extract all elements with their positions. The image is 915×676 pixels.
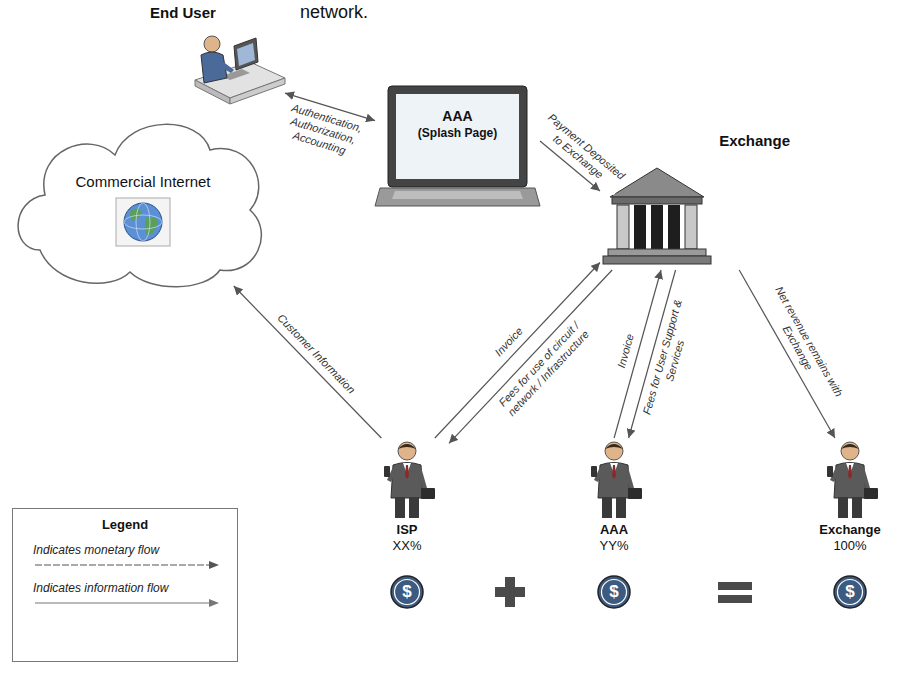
internet-cloud-node: Commercial Internet bbox=[18, 118, 268, 286]
isp-party-node: ISPXX% bbox=[365, 438, 449, 570]
legend-text: Indicates monetary flow bbox=[33, 543, 225, 557]
header-fragment: network. bbox=[300, 2, 368, 24]
edge-label: Fees for use of circuit / network / Infr… bbox=[485, 308, 603, 431]
legend-entry: Indicates monetary flow bbox=[25, 543, 225, 571]
dollar-sign: $ bbox=[402, 582, 411, 602]
share-percent: 100% bbox=[833, 538, 866, 554]
node-title: Exchange bbox=[719, 132, 790, 151]
exchange-bank-node: Exchange bbox=[600, 132, 790, 270]
aaa-person-icon bbox=[591, 442, 642, 518]
exchange-person-icon bbox=[827, 442, 878, 518]
plus-symbol bbox=[495, 577, 525, 607]
node-title: AAA bbox=[442, 108, 472, 126]
edge-label: Net revenue remains with Exchange bbox=[758, 280, 847, 409]
edge-label: Invoice bbox=[491, 324, 527, 361]
information-flow-arrow bbox=[234, 286, 382, 438]
cloud-shape bbox=[18, 124, 261, 286]
legend-title: Legend bbox=[25, 517, 225, 533]
party-name: AAA bbox=[600, 522, 628, 538]
exchange-party-node: Exchange100% bbox=[800, 438, 900, 570]
party-name: Exchange bbox=[819, 522, 880, 538]
share-percent: YY% bbox=[600, 538, 629, 554]
end-user-node: End User bbox=[150, 4, 285, 109]
legend-text: Indicates information flow bbox=[33, 581, 225, 595]
aaa-splash-node: AAA(Splash Page) bbox=[375, 82, 540, 210]
edge-label: Payment Deposited to Exchange bbox=[533, 109, 630, 196]
laptop-icon bbox=[375, 86, 540, 206]
legend-arrow-sample bbox=[33, 597, 223, 609]
dollar-coin bbox=[834, 576, 866, 608]
aaa-party-node: AAAYY% bbox=[572, 438, 656, 570]
edge-label: Authentication, Authorization, Accountin… bbox=[262, 95, 383, 166]
dollar-coin bbox=[598, 576, 630, 608]
dollar-sign: $ bbox=[609, 582, 618, 602]
monetary-flow-arrow bbox=[449, 270, 612, 443]
legend-entry: Indicates information flow bbox=[25, 581, 225, 609]
node-subtitle: (Splash Page) bbox=[418, 126, 497, 141]
isp-person-icon bbox=[384, 442, 435, 518]
share-percent: XX% bbox=[393, 538, 422, 554]
dollar-sign: $ bbox=[845, 582, 854, 602]
node-title: Commercial Internet bbox=[75, 173, 210, 192]
edge-label: Customer Information bbox=[273, 310, 359, 398]
legend-arrow-sample bbox=[33, 559, 223, 571]
dollar-coin bbox=[391, 576, 423, 608]
equals-symbol bbox=[718, 582, 752, 603]
legend-box: LegendIndicates monetary flowIndicates i… bbox=[12, 508, 238, 662]
party-name: ISP bbox=[397, 522, 418, 538]
node-title: End User bbox=[150, 4, 216, 23]
end-user-icon bbox=[195, 36, 285, 104]
